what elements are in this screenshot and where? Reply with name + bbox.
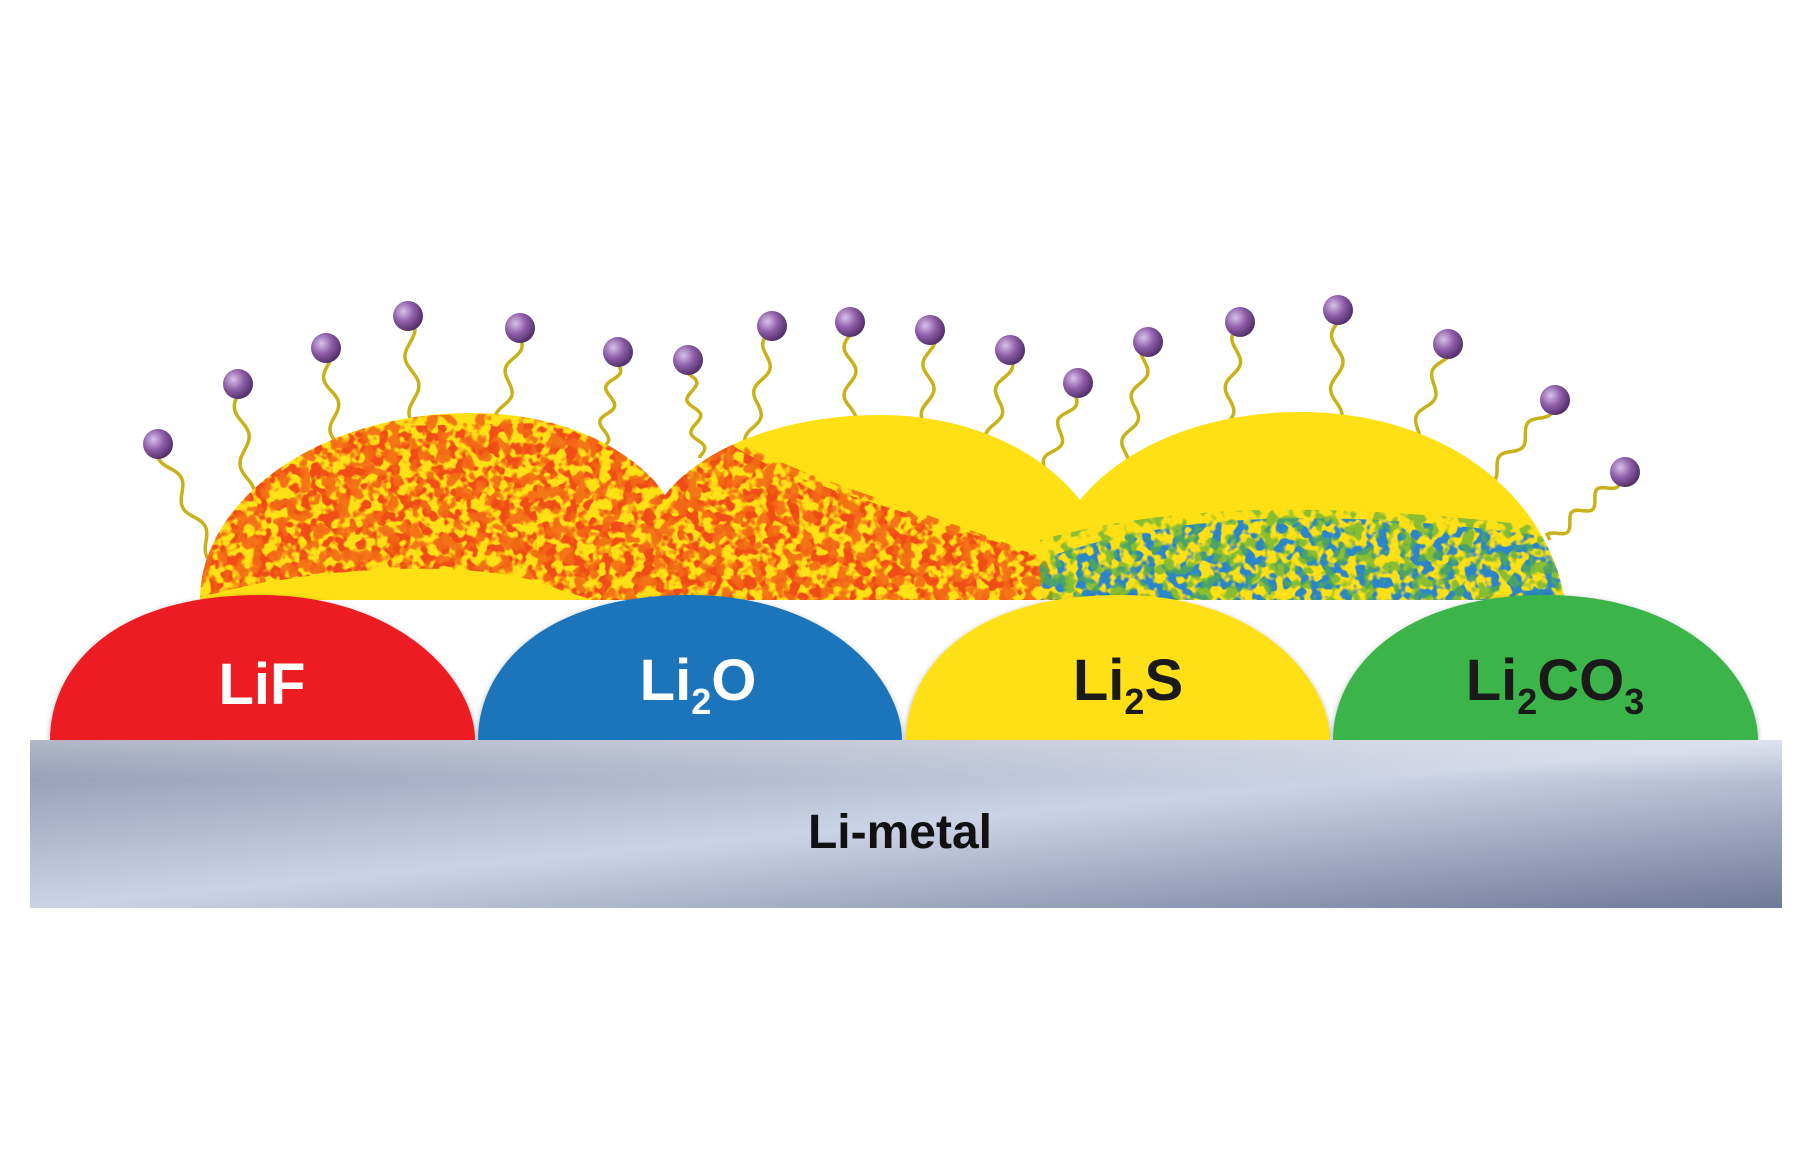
lif-grain: [50, 595, 475, 740]
li2o-grain: [478, 595, 902, 740]
inner-grains: LiF Li2O Li2S Li2CO3: [50, 595, 1758, 740]
lif-label: LiF: [219, 652, 306, 717]
ligand-ball: [757, 311, 787, 341]
ligand-chain: [1544, 467, 1623, 541]
ligand-chain: [1116, 340, 1150, 481]
green-speckle-zone: [1040, 509, 1565, 600]
ligand-ball: [1323, 295, 1353, 325]
ligand-ball: [1133, 327, 1163, 357]
ligand-ball: [1433, 329, 1463, 359]
ligand-ball: [311, 333, 341, 363]
ligand-chain: [681, 359, 707, 458]
substrate-label: Li-metal: [808, 806, 992, 859]
li2co3-grain: [1333, 595, 1758, 740]
ligand-ball: [143, 429, 173, 459]
ligand-ball: [1610, 457, 1640, 487]
ligand-ball: [673, 345, 703, 375]
metal-highlight: [30, 740, 1782, 780]
ligand-ball: [1540, 385, 1570, 415]
ligand-chains: [143, 295, 1640, 591]
li2co3-label: Li2CO3: [1466, 648, 1645, 722]
li2s-label: Li2S: [1073, 648, 1183, 722]
ligand-ball: [603, 337, 633, 367]
ligand-ball: [1063, 368, 1093, 398]
ligand-chain: [592, 350, 623, 457]
ligand-ball: [223, 369, 253, 399]
outer-sei-layer: [200, 412, 1565, 600]
li-metal-substrate: Li-metal: [30, 740, 1782, 908]
li2s-grain: [906, 595, 1330, 740]
li2o-label: Li2O: [640, 648, 757, 722]
ligand-ball: [505, 313, 535, 343]
ligand-ball: [995, 335, 1025, 365]
ligand-ball: [915, 315, 945, 345]
ligand-ball: [835, 307, 865, 337]
orange-speckle-zone-2: [200, 412, 1060, 600]
ligand-ball: [1225, 307, 1255, 337]
ligand-ball: [393, 301, 423, 331]
